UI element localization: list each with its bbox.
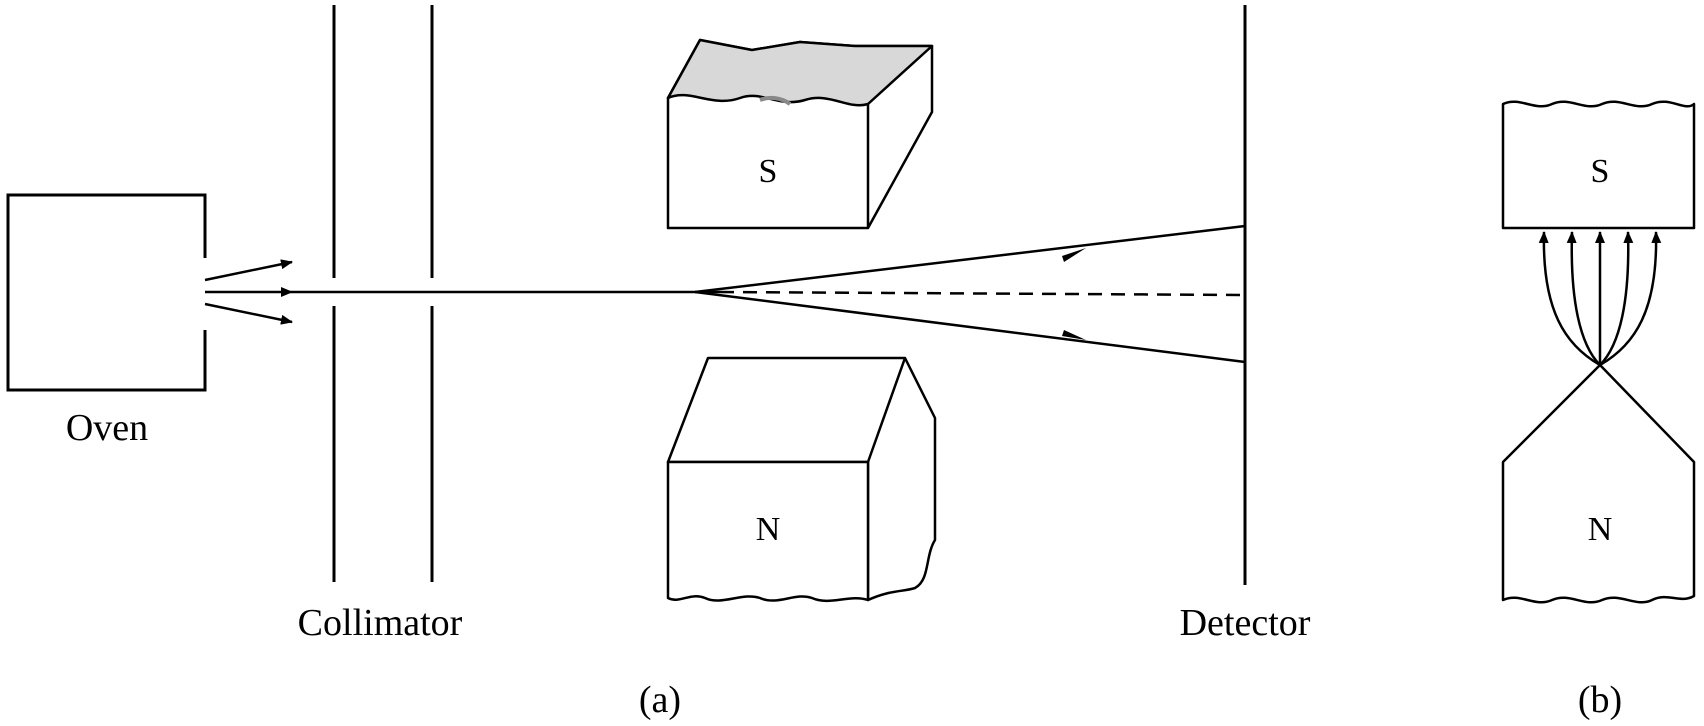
- magnet-south-b-label: S: [1591, 153, 1610, 190]
- magnet-north-b: [1501, 363, 1696, 604]
- beam-deflected-up: [694, 224, 1246, 294]
- oven: [6, 193, 207, 392]
- field-line-1: [1538, 231, 1601, 367]
- magnet-south-a-label: S: [759, 153, 778, 190]
- field-line-4: [1599, 231, 1634, 366]
- atomic-beam: [292, 224, 1246, 364]
- magnet-south-a: [666, 38, 934, 230]
- field-lines: [1538, 231, 1662, 367]
- emission-arrows: [204, 259, 293, 325]
- beam-arrow-down: [1062, 330, 1086, 340]
- collimator: [332, 5, 434, 582]
- emission-arrow-up: [204, 259, 293, 282]
- magnet-north-b-label: N: [1588, 511, 1613, 548]
- beam-deflected-down: [694, 290, 1246, 364]
- magnet-south-b: [1501, 100, 1696, 230]
- beam-arrow-up: [1062, 248, 1086, 262]
- magnet-north-a-label: N: [756, 511, 781, 548]
- field-line-2: [1566, 231, 1601, 366]
- field-line-5: [1599, 231, 1662, 367]
- panel-b-label: (b): [1578, 679, 1622, 721]
- panel-a-label: (a): [639, 679, 681, 721]
- oven-label: Oven: [66, 407, 148, 449]
- emission-arrow-down: [204, 302, 293, 325]
- beam-undeflected-path: [719, 290, 1246, 297]
- detector-label: Detector: [1180, 602, 1311, 644]
- magnet-north-a: [666, 356, 937, 603]
- collimator-label: Collimator: [298, 602, 463, 644]
